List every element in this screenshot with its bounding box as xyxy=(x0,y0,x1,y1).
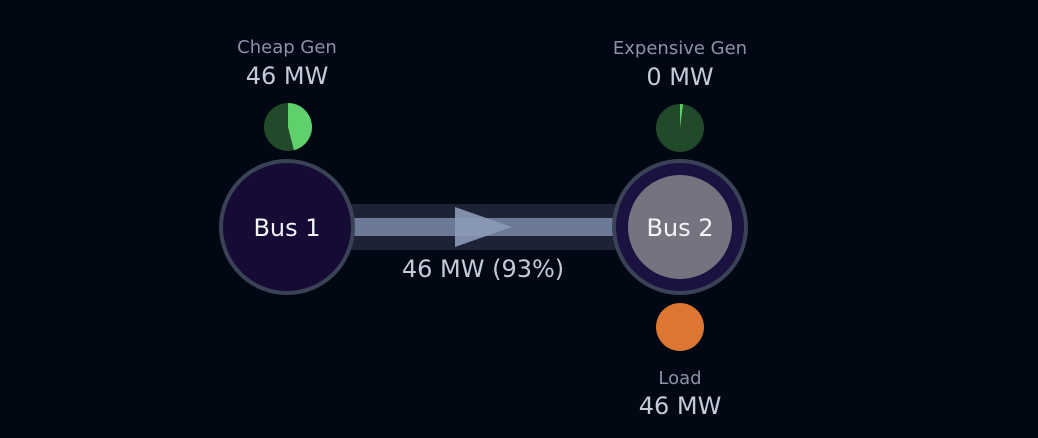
cheap-gen-indicator[interactable] xyxy=(264,103,313,151)
load-value: 46 MW xyxy=(638,392,722,420)
cheap-gen-name: Cheap Gen xyxy=(237,37,337,58)
load-indicator[interactable] xyxy=(656,303,704,351)
bus-1-label: Bus 1 xyxy=(253,214,321,242)
bus-2-node[interactable] xyxy=(612,159,748,295)
cheap-gen-output-slice xyxy=(288,103,313,151)
expensive-gen-output-slice xyxy=(680,104,684,128)
cheap-gen-output: 46 MW xyxy=(245,62,329,90)
expensive-gen-indicator[interactable] xyxy=(656,104,704,152)
line-flow-label: 46 MW (93%) xyxy=(401,255,565,283)
expensive-gen-output: 0 MW xyxy=(646,63,714,91)
bus-1-node[interactable] xyxy=(219,159,355,295)
flow-direction-arrow xyxy=(455,207,512,247)
load-name: Load xyxy=(658,368,702,389)
bus-2-label: Bus 2 xyxy=(646,214,714,242)
expensive-gen-name: Expensive Gen xyxy=(612,38,748,59)
